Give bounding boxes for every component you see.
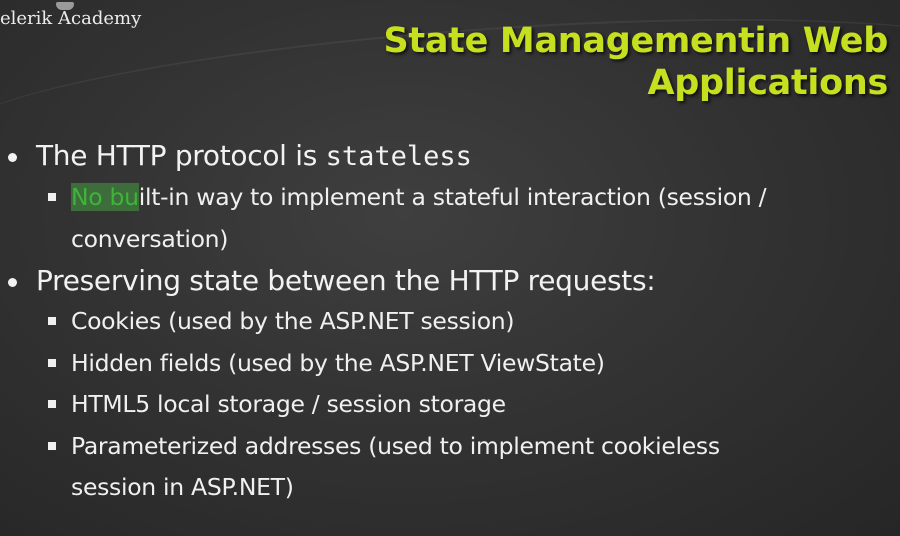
text-selection-highlight: No bu (71, 183, 139, 211)
subbullet-hidden-fields: Hidden fields (used by the ASP.NET ViewS… (8, 343, 896, 385)
logo-text: elerik Academy (0, 8, 142, 29)
subbullet-text-continued: conversation) (71, 224, 229, 253)
subbullet-parameterized-addresses: Parameterized addresses (used to impleme… (8, 426, 896, 509)
slide-title-line-1: State Managementin Web (383, 21, 889, 61)
graduation-cap-icon (56, 2, 74, 10)
square-bullet (48, 358, 56, 367)
bullet-text: The HTTP protocol is (36, 139, 326, 172)
slide-content: The HTTP protocol is stateless No built-… (8, 136, 896, 509)
bullet-dot (8, 153, 17, 162)
telerik-academy-logo: elerik Academy (0, 2, 142, 29)
square-bullet (48, 193, 56, 201)
subbullet-text: Parameterized addresses (used to impleme… (71, 431, 720, 460)
bullet-preserving-state: Preserving state between the HTTP reques… (8, 261, 896, 301)
bullet-text: Preserving state between the HTTP reques… (36, 264, 656, 297)
square-bullet (48, 400, 56, 408)
bullet-dot (8, 278, 17, 287)
square-bullet (48, 317, 56, 325)
subbullet-text: Cookies (used by the ASP.NET session) (71, 307, 515, 335)
subbullet-no-builtin: No built-in way to implement a stateful … (8, 177, 896, 260)
stateless-keyword: stateless (325, 141, 472, 172)
bullet-http-stateless: The HTTP protocol is stateless (8, 136, 896, 177)
subbullet-text: HTML5 local storage / session storage (71, 390, 506, 418)
subbullet-text-continued: session in ASP.NET) (71, 473, 294, 501)
subbullet-text: ilt-in way to implement a stateful inter… (138, 183, 767, 211)
subbullet-html5-storage: HTML5 local storage / session storage (8, 384, 896, 426)
square-bullet (48, 441, 56, 450)
slide-title-line-2: Applications (647, 63, 889, 103)
subbullet-text: Hidden fields (used by the ASP.NET ViewS… (71, 348, 605, 377)
subbullet-cookies: Cookies (used by the ASP.NET session) (8, 301, 896, 343)
slide-title: State Managementin Web Applications (268, 20, 889, 104)
